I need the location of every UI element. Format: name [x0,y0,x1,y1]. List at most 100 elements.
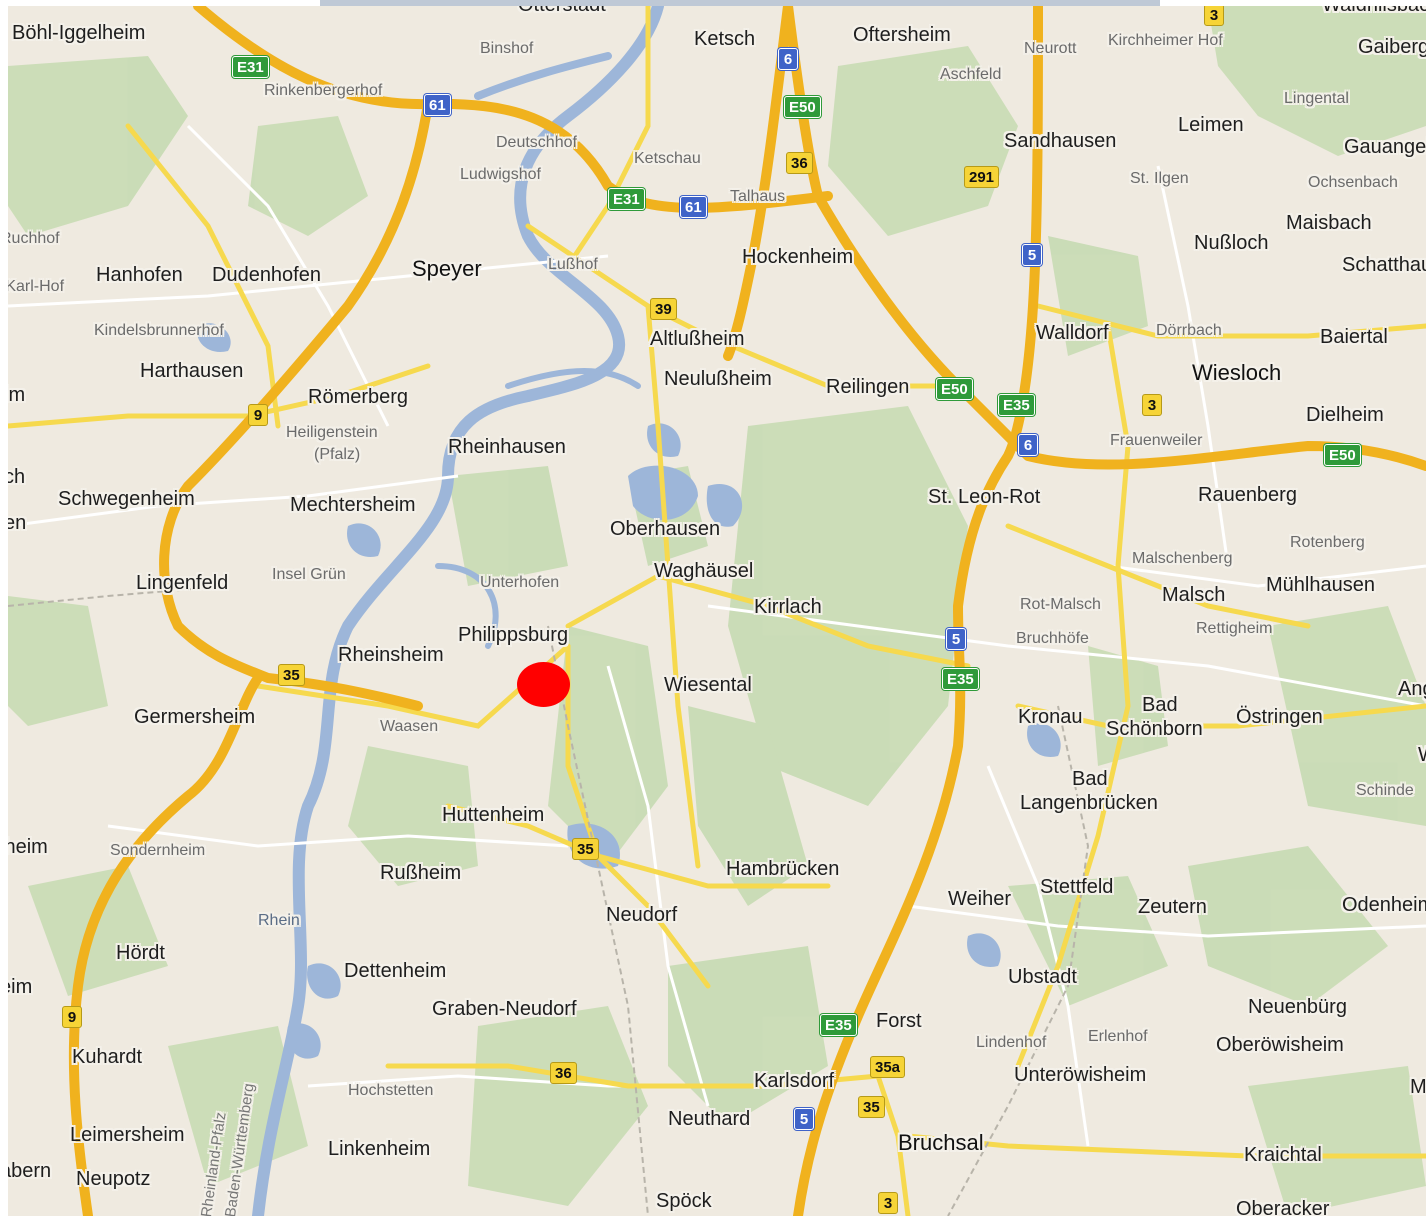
place-label: Malschenberg [1132,550,1233,567]
road-shield-bundes: 3 [878,1192,898,1214]
place-label: Ruchhof [8,230,60,247]
road-shield-autobahn: 5 [794,1108,814,1130]
place-label: Ketsch [694,28,756,50]
place-label: Bad [1142,694,1178,716]
place-label: Graben-Neudorf [432,998,577,1020]
place-label: Kraichtal [1244,1144,1322,1166]
place-label: Stettfeld [1040,876,1114,898]
place-label: eim [8,976,33,998]
place-label: Schwegenheim [58,488,195,510]
place-label: Rheinhausen [448,436,566,458]
place-label: Philippsburg [458,624,569,646]
map-base-layer [8,6,1426,1216]
place-label: Harthausen [140,360,244,382]
place-label: Hambrücken [726,858,840,880]
motorways [68,6,1426,1216]
place-label: Speyer [412,256,482,281]
place-label: Ochsenbach [1308,174,1398,191]
place-label: Langenbrücken [1020,792,1158,814]
place-label: (Pfalz) [314,446,361,463]
road-shield-euro: E50 [936,378,973,400]
place-label: Waldhilsbach [1322,6,1426,17]
place-label: Rinkenbergerhof [264,82,383,99]
place-label: Gauangel [1344,136,1426,158]
road-shield-bundes: 39 [650,298,677,320]
place-label: Waghäusel [654,560,754,582]
place-label: lheim [8,836,48,858]
place-label: Lußhof [548,256,598,273]
place-label: St. Leon-Rot [928,486,1041,508]
place-label: Dettenheim [344,960,447,982]
place-label: Frauenweiler [1110,432,1203,449]
road-shield-bundes: 36 [550,1062,577,1084]
road-shield-bundes: 291 [964,166,1000,188]
place-label: Leimersheim [70,1124,185,1146]
road-shield-bundes: 35 [572,838,599,860]
place-label: Rotenberg [1290,534,1365,551]
place-label: Heiligenstein [286,424,378,441]
place-label: Ubstadt [1008,966,1077,988]
place-label: Gaiberg [1358,36,1426,58]
place-label: Neupotz [76,1168,151,1190]
place-label: Wiesental [664,674,752,696]
road-shield-euro: E31 [232,56,269,78]
place-label: Walldorf [1036,322,1109,344]
place-label: Germersheim [134,706,256,728]
road-shield-autobahn: 61 [680,196,707,218]
road-shield-bundes: 36 [786,152,813,174]
place-label: Odenheim [1342,894,1426,916]
place-label: Maisbach [1286,212,1372,234]
place-label: -Karl-Hof [8,278,65,295]
place-label: Dudenhofen [212,264,321,286]
place-label: Forst [876,1010,922,1032]
place-label: Oberhausen [610,518,721,540]
place-label: Kirchheimer Hof [1108,32,1223,49]
road-shield-euro: E50 [1324,444,1361,466]
road-shield-autobahn: 5 [946,628,966,650]
place-label: Sondernheim [110,842,206,859]
place-label: Rot-Malsch [1020,596,1101,613]
place-label: Reilingen [826,376,910,398]
place-label: Hochstetten [348,1082,434,1099]
place-label: Bruchhöfe [1016,630,1089,647]
road-shield-euro: E35 [942,668,979,690]
place-label: Rußheim [380,862,462,884]
place-label: Dörrbach [1156,322,1222,339]
road-shield-euro: E35 [820,1014,857,1036]
place-label: Kindelsbrunnerhof [94,322,224,339]
place-label: Hanhofen [96,264,183,286]
place-label: Römerberg [308,386,409,408]
major-roads [8,6,1426,1216]
location-marker[interactable] [517,662,570,707]
place-label: Deutschhof [496,134,577,151]
place-label: M [1410,1076,1426,1098]
road-shield-autobahn: 6 [778,48,798,70]
place-label: Waasen [380,718,439,735]
place-label: Leimen [1178,114,1244,136]
place-label: Unterhofen [480,574,560,591]
place-label: Ang [1398,678,1426,700]
place-label: en [8,512,27,534]
place-label: Neuenbürg [1248,996,1347,1018]
road-shield-bundes: 9 [62,1006,82,1028]
place-label: Neudorf [606,904,678,926]
road-shield-bundes: 35 [858,1096,885,1118]
road-shield-bundes: 35 [278,664,305,686]
place-label: Böhl-Iggelheim [12,22,146,44]
railways [8,585,1090,1216]
place-label: Kuhardt [72,1046,143,1068]
place-label: Lingenfeld [136,572,229,594]
road-shield-autobahn: 5 [1022,244,1042,266]
place-label: Bad [1072,768,1108,790]
place-label: Unteröwisheim [1014,1064,1147,1086]
place-label: Neuthard [668,1108,751,1130]
place-label: Neurott [1024,40,1077,57]
top-edge-bar [320,0,1160,6]
place-label: Talhaus [730,188,786,205]
place-label: Insel Grün [272,566,346,583]
place-label: Karlsdorf [754,1070,835,1092]
place-label: Zeutern [1138,896,1207,918]
place-label: Sandhausen [1004,130,1117,152]
place-label: Oberacker [1236,1198,1330,1216]
